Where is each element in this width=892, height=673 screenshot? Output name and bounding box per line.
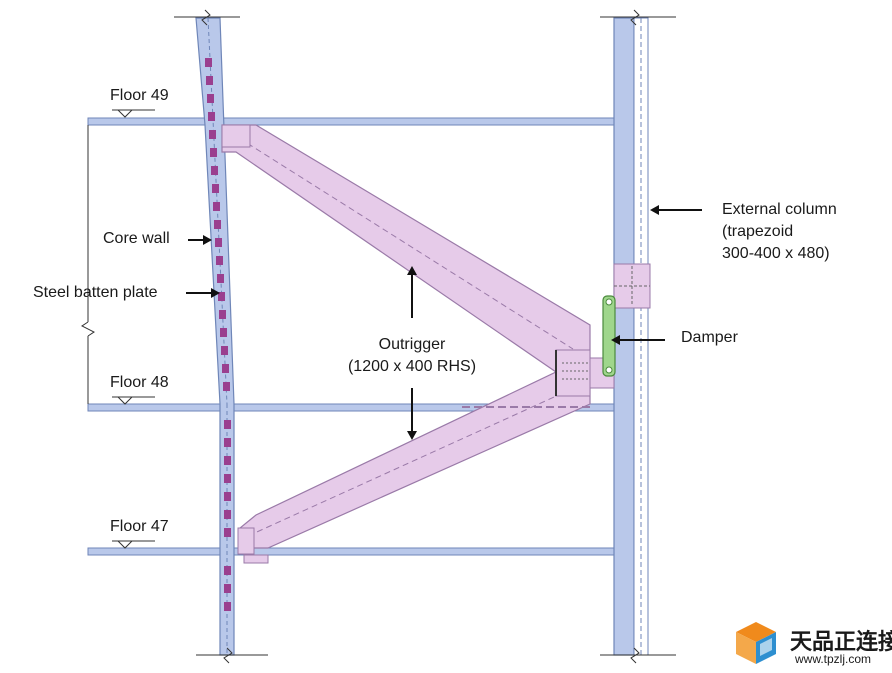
external-column: [600, 9, 676, 664]
batten-plate: [224, 528, 231, 537]
batten-plate: [221, 346, 228, 355]
annotation-arrows: [186, 205, 702, 440]
floor-47-label: Floor 47: [110, 518, 169, 535]
batten-plate: [224, 584, 231, 593]
column-bracket: [613, 263, 651, 309]
outrigger-label-line1: Outrigger: [378, 336, 446, 353]
batten-plate: [219, 310, 226, 319]
level-marker-47: [116, 540, 134, 549]
batten-plate: [224, 510, 231, 519]
batten-plate: [212, 184, 219, 193]
batten-plate: [208, 112, 215, 121]
level-marker-48: [116, 396, 134, 405]
batten-plate: [220, 328, 227, 337]
floor-slab-47: [87, 547, 629, 556]
batten-plate: [214, 220, 221, 229]
batten-plate: [207, 94, 214, 103]
batten-plate: [211, 166, 218, 175]
outrigger-node: [462, 349, 615, 408]
core-wall-label: Core wall: [103, 230, 170, 247]
batten-plate: [224, 456, 231, 465]
level-marker-49: [116, 109, 134, 118]
batten-plate: [218, 292, 225, 301]
batten-plate: [224, 492, 231, 501]
left-break-line: [81, 125, 95, 404]
external-column-label: External column (trapezoid 300-400 x 480…: [722, 199, 837, 265]
watermark-logo-icon: [736, 622, 776, 664]
batten-plate: [224, 438, 231, 447]
steel-batten-plate-label: Steel batten plate: [33, 284, 158, 301]
damper-label: Damper: [681, 329, 738, 346]
external-column-label-line2: (trapezoid: [722, 223, 794, 240]
outrigger-lower-diagonal: [237, 371, 591, 564]
batten-plate: [224, 602, 231, 611]
core-wall-break-lines: [174, 9, 268, 664]
outrigger-label-line2: (1200 x 400 RHS): [347, 358, 477, 375]
batten-plate: [205, 58, 212, 67]
batten-plate: [224, 474, 231, 483]
batten-plate: [206, 76, 213, 85]
floor-49-label: Floor 49: [110, 87, 169, 104]
batten-plate: [222, 364, 229, 373]
steel-batten-plates: [205, 58, 231, 611]
batten-plate: [224, 420, 231, 429]
batten-plate: [215, 238, 222, 247]
batten-plate: [213, 202, 220, 211]
external-column-label-line1: External column: [722, 201, 837, 218]
batten-plate: [217, 274, 224, 283]
external-column-label-line3: 300-400 x 480): [722, 245, 830, 262]
floor-48-label: Floor 48: [110, 374, 169, 391]
batten-plate: [209, 130, 216, 139]
floor-slab-49: [87, 117, 629, 126]
watermark-name: 天品正连接: [790, 630, 892, 655]
outrigger-label: Outrigger (1200 x 400 RHS): [332, 334, 492, 378]
level-markers: [112, 109, 155, 549]
batten-plate: [223, 382, 230, 391]
batten-plate: [210, 148, 217, 157]
batten-plate: [216, 256, 223, 265]
watermark-url: www.tpzlj.com: [795, 652, 872, 666]
batten-plate: [224, 566, 231, 575]
damper: [602, 295, 616, 377]
